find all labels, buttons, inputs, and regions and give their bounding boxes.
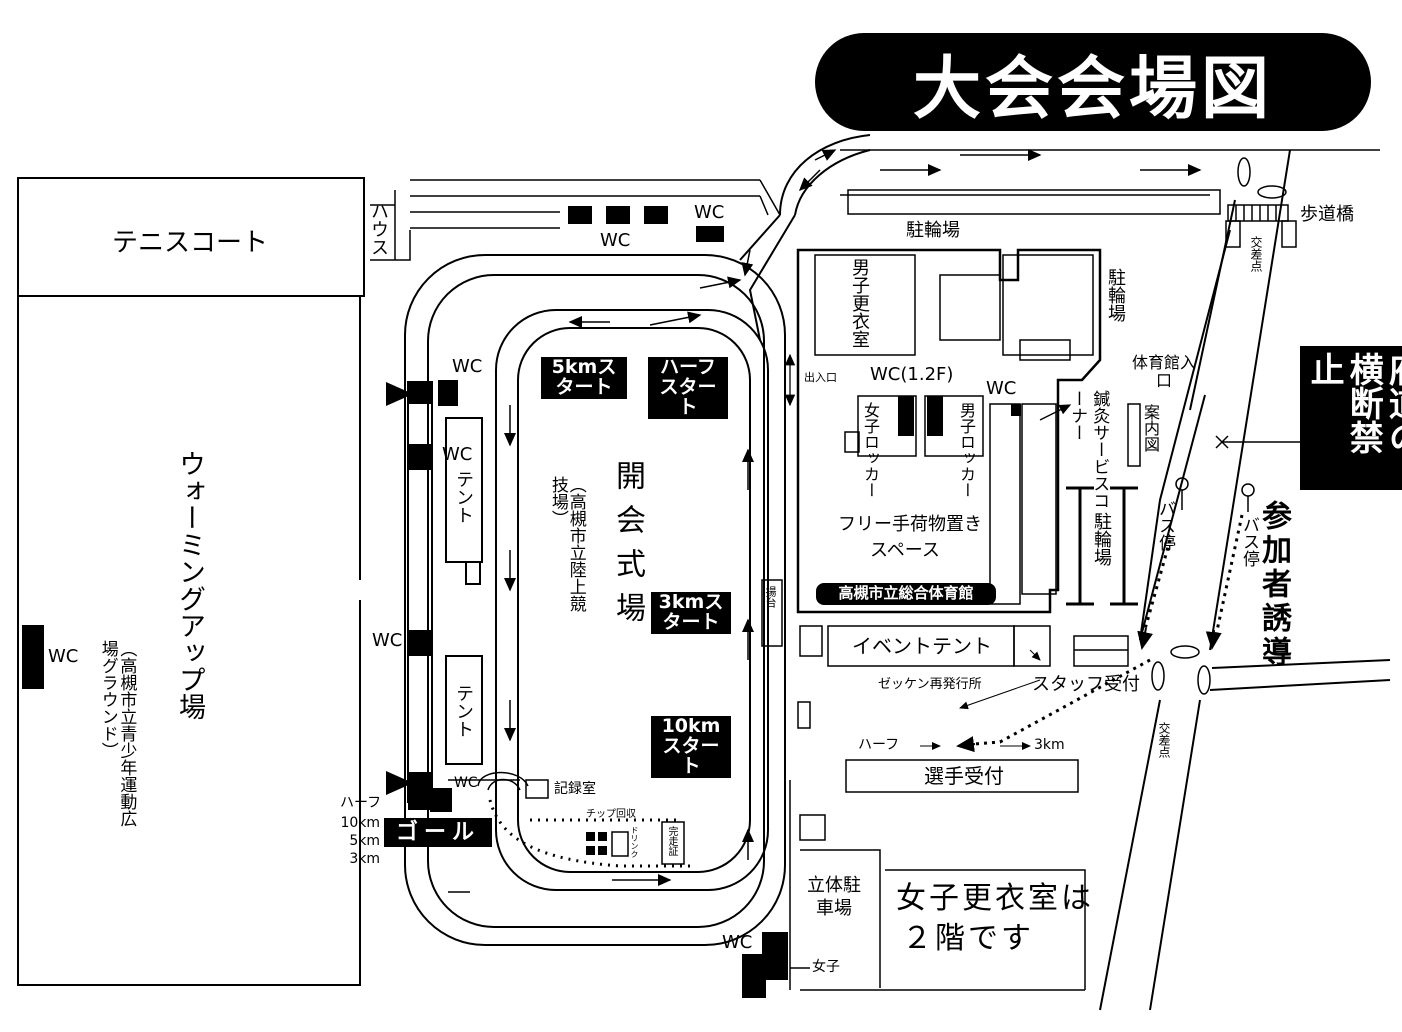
bib-reissue-label: ゼッケン再発行所 [878, 677, 982, 692]
record-room-label: 記録室 [554, 781, 596, 797]
finish-cert-label: 完走証 [666, 826, 677, 856]
stadium-name-label: （高槻市立陸上競技場） [547, 476, 586, 612]
free-storage-label-1: フリー手荷物置き [838, 514, 982, 535]
goal-structures [477, 771, 685, 865]
pedestrian-bridge-label: 歩道橋 [1300, 204, 1354, 225]
traffic-lights [1151, 157, 1287, 695]
info-board-label: 案内図 [1141, 404, 1160, 452]
bus-stop-1-label: バス停 [1155, 500, 1175, 551]
wc-blocks-bottom [742, 932, 788, 998]
participant-guide-label: 参加者誘導 [1256, 500, 1291, 670]
gym-entrance-label: 体育館入口 [1132, 353, 1197, 391]
tennis-court-area [17, 177, 365, 986]
goal-dist-5km: 5km [349, 833, 380, 849]
gym-inner [814, 254, 1094, 605]
start-half-badge: ハーフスタート [648, 357, 728, 419]
intersection-top-label: 交差点 [1249, 236, 1263, 272]
main-road [1099, 149, 1391, 1011]
multi-parking-label: 立体駐車場 [807, 875, 861, 920]
gym-name-badge: 高槻市立総合体育館 [816, 583, 996, 605]
no-crossing-line [1215, 435, 1300, 449]
wc-blocks-left [22, 380, 458, 812]
women-changing-note-1: 女子更衣室は [896, 881, 1094, 916]
wc-label-goal: WC [454, 775, 478, 791]
half-label: ハーフ [858, 737, 900, 753]
event-tent-label: イベントテント [852, 634, 992, 658]
intersection-bottom-label: 交差点 [1157, 722, 1171, 758]
info-board-box [1127, 403, 1141, 467]
bus-stop-signs [1175, 477, 1255, 512]
running-track [404, 254, 786, 946]
tent-label-2: テント [453, 684, 474, 738]
curved-road [739, 134, 871, 341]
bus-stop-2-label: バス停 [1239, 516, 1259, 567]
warmup-label: ウォーミングアップ場 [174, 450, 205, 720]
wc-label-bottom: WC [722, 932, 753, 953]
event-tent-area [797, 625, 1129, 729]
page-title: 大会会場図 [912, 49, 1273, 129]
top-road [370, 179, 781, 261]
guide-arrows [956, 627, 1222, 753]
runner-reception-label: 選手受付 [924, 764, 1004, 788]
goal-lines [448, 779, 520, 893]
women-label: 女子 [812, 959, 840, 975]
drink-label: ドリンク [630, 826, 639, 858]
wc-label-left-2: WC [442, 444, 473, 465]
road-arrows-top [741, 149, 1202, 277]
track-arrows [504, 276, 754, 886]
wc-label-far-left: WC [48, 646, 79, 667]
exit-arrows [784, 353, 1072, 421]
wc-label-left-1: WC [452, 356, 483, 377]
men-changing-label: 男子更衣室 [849, 258, 870, 348]
road-line-top [840, 149, 1380, 196]
bib-arrows [920, 649, 1041, 750]
km3-label: 3km [1034, 737, 1065, 753]
bike-parking-top-label: 駐輪場 [906, 220, 960, 241]
wc-blocks-top [568, 206, 724, 242]
wc-label-top: WC [600, 230, 631, 251]
no-crossing-warning: 府道の横断禁止 [1300, 346, 1402, 490]
ground-name-label: （高槻市立青少年運動広場グラウンド） [97, 640, 137, 827]
start-10km-badge: 10kmスタート [651, 716, 731, 778]
bike-parking-top-box [847, 189, 1221, 215]
start-3km-badge: 3kmスタート [651, 592, 731, 634]
women-locker-label: 女子ロッカー [861, 402, 880, 498]
free-storage-label-2: スペース [870, 540, 940, 561]
podium-label: 揚台 [764, 586, 777, 608]
men-locker-label: 男子ロッカー [957, 402, 976, 498]
goal-dotted-path [488, 799, 690, 868]
locker-blocks [898, 396, 1021, 436]
tennis-court-label: テニスコート [112, 228, 269, 258]
bike-racks [1066, 486, 1138, 606]
wc-12f-label: WC(1.2F) [870, 364, 954, 385]
podium-box [761, 579, 783, 647]
gymnasium [796, 248, 1102, 614]
wc-label-top-right: WC [694, 202, 725, 223]
pedestrian-bridge-grid [1225, 204, 1297, 248]
runner-reception-box [845, 759, 1079, 793]
left-arrows [386, 382, 413, 795]
house-label: ハウス [368, 202, 389, 256]
goal-dist-10km: 10km [340, 815, 380, 831]
bottom-structures [789, 780, 1086, 991]
chip-collection-label: チップ回収 [586, 809, 636, 820]
goal-badge: ゴール [384, 818, 492, 848]
acupuncture-label: 鍼灸サービスコーナー [1067, 390, 1110, 509]
goal-dist-half: ハーフ [340, 795, 382, 811]
guide-paths [961, 514, 1244, 747]
start-5km-badge: 5kmスタート [541, 357, 627, 399]
opening-ceremony-label: 開会式場 [610, 460, 645, 636]
goal-dist-3km: 3km [349, 851, 380, 867]
bike-parking-right-label: 駐輪場 [1105, 268, 1126, 322]
wc-label-left-3: WC [372, 630, 403, 651]
exit-entrance-label: 出入口 [804, 371, 837, 384]
staff-reception-label: スタッフ受付 [1032, 674, 1140, 695]
women-changing-note-2: ２階です [902, 921, 1034, 956]
bike-parking-mid-label: 駐輪場 [1091, 512, 1112, 566]
title-banner: 大会会場図 [815, 33, 1371, 131]
tent-label-1: テント [453, 470, 474, 524]
wc-label-gym: WC [986, 378, 1017, 399]
chip-blocks [586, 832, 607, 855]
